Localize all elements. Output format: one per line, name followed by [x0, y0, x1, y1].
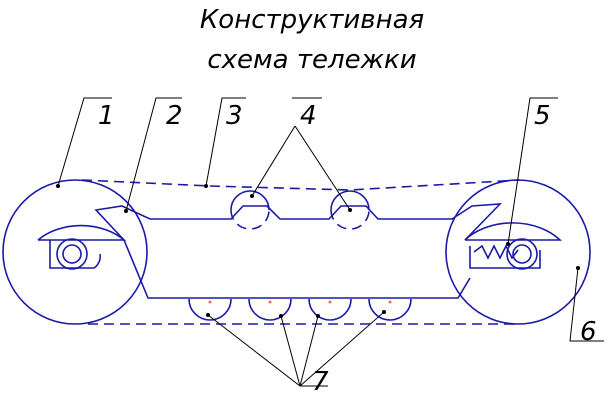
- left-bracket-body: [49, 240, 101, 269]
- leader-7a: [207, 314, 301, 387]
- support-roller-2-hidden: [330, 209, 370, 230]
- tension-spring: [473, 244, 519, 260]
- road-wheel-3-axle-mark: [328, 300, 332, 304]
- leader-4b-dot: [348, 208, 352, 212]
- leader-2: [125, 97, 182, 212]
- support-roller-1-top: [230, 190, 270, 211]
- leader-4a: [251, 125, 296, 197]
- title-line-2: схема тележки: [207, 45, 416, 75]
- callout-2: 2: [166, 101, 183, 131]
- right-bracket-top: [464, 222, 563, 241]
- callout-7: 7: [312, 367, 329, 397]
- leader-6: [569, 267, 604, 342]
- right-bracket-body: [469, 246, 541, 269]
- callout-3: 3: [226, 101, 243, 131]
- leader-1: [57, 97, 112, 187]
- right-hub-inner: [512, 244, 532, 264]
- leader-lines: [56, 97, 604, 387]
- leader-4a-dot: [250, 194, 254, 198]
- callout-4: 4: [300, 101, 317, 131]
- leader-6-dot: [576, 266, 580, 270]
- leader-1-dot: [56, 184, 60, 188]
- road-wheel-2: [248, 298, 292, 321]
- support-roller-2-top: [330, 190, 370, 211]
- frame-top: [94, 203, 503, 241]
- leader-3-dot: [204, 184, 208, 188]
- leader-7a-dot: [206, 313, 210, 317]
- title-line-1: Конструктивная: [200, 5, 424, 35]
- leader-4b: [294, 125, 351, 211]
- leader-7c: [299, 315, 319, 387]
- leader-7d-dot: [382, 310, 386, 314]
- leader-3: [205, 97, 246, 187]
- support-roller-1-hidden: [230, 209, 270, 230]
- left-bracket-top: [37, 224, 127, 241]
- track-upper: [81, 179, 521, 191]
- road-wheel-3: [308, 298, 352, 321]
- leader-7b: [280, 315, 301, 387]
- frame-bottom: [123, 239, 471, 299]
- road-wheel-1: [188, 298, 232, 321]
- leader-7c-dot: [316, 314, 320, 318]
- road-wheel-1-axle-mark: [208, 300, 212, 304]
- callout-6: 6: [580, 317, 597, 347]
- leader-2-dot: [124, 209, 128, 213]
- parts-group: [2, 179, 591, 325]
- callout-5: 5: [534, 101, 551, 131]
- right-hub-outer: [506, 238, 538, 270]
- callout-1: 1: [98, 101, 115, 131]
- leader-7b-dot: [279, 314, 283, 318]
- road-wheel-2-axle-mark: [268, 300, 272, 304]
- leader-7d: [299, 311, 385, 387]
- left-hub-inner: [62, 244, 82, 264]
- leader-5-dot: [506, 242, 510, 246]
- right-wheel: [445, 179, 591, 325]
- road-wheel-4: [368, 298, 412, 321]
- left-hub-outer: [56, 238, 88, 270]
- left-wheel: [2, 179, 148, 325]
- road-wheel-4-axle-mark: [388, 300, 392, 304]
- leader-5: [507, 97, 558, 245]
